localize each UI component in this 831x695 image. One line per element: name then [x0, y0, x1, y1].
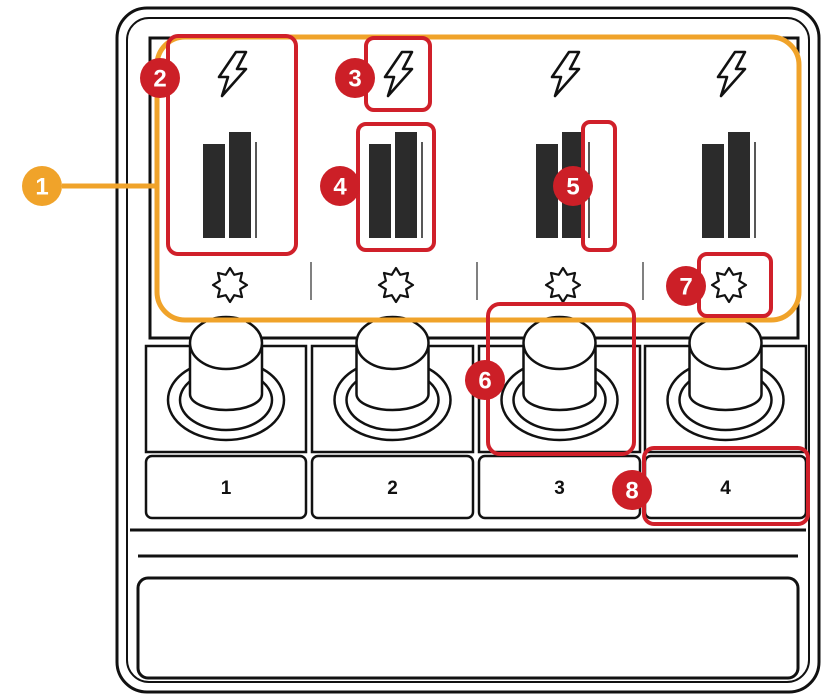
callout-marker-4: 4: [320, 166, 360, 206]
channel-label-text: 2: [387, 478, 398, 499]
callout-number: 7: [679, 274, 692, 301]
starburst-gear-icon[interactable]: [211, 266, 249, 304]
meter-bar-left: [203, 144, 225, 238]
callout-marker-3: 3: [335, 58, 375, 98]
callout-number: 5: [566, 174, 579, 201]
callout-marker-6: 6: [465, 360, 505, 400]
callout-number: 2: [153, 66, 166, 93]
device-base: [130, 528, 806, 680]
channel-1-controls: 1: [144, 315, 308, 520]
highlight-channel-area: [166, 34, 298, 256]
meter-bar-right: [395, 132, 417, 238]
callout-marker-1: 1: [22, 166, 62, 206]
rotary-knob[interactable]: [500, 315, 619, 442]
channel-3-controls: 3: [477, 315, 642, 520]
lightning-bolt-icon[interactable]: [716, 50, 747, 98]
channel-4-controls: 4: [643, 315, 808, 520]
callout-marker-5: 5: [553, 166, 593, 206]
channel-1-screen: [203, 50, 257, 304]
callout-marker-8: 8: [612, 470, 652, 510]
rotary-knob[interactable]: [166, 315, 286, 442]
channel-label-button[interactable]: [144, 454, 308, 520]
meter-bar-left: [702, 144, 724, 238]
channel-label-button[interactable]: [310, 454, 475, 520]
channel-2-screen: [369, 50, 423, 304]
starburst-gear-icon[interactable]: [377, 266, 415, 304]
level-meter: [203, 132, 257, 238]
callout-marker-2: 2: [140, 58, 180, 98]
display-highlight-frame: [154, 34, 802, 323]
callout-number: 3: [348, 66, 361, 93]
callout-number: 4: [333, 174, 347, 201]
channel-4-screen: [702, 50, 756, 304]
level-meter: [702, 132, 756, 238]
level-meter: [369, 132, 423, 238]
device-body: [115, 6, 821, 694]
meter-bar-right: [728, 132, 750, 238]
meter-bar-right: [229, 132, 251, 238]
channel-label-text: 4: [720, 478, 731, 499]
callout-number: 6: [478, 368, 491, 395]
rotary-knob[interactable]: [666, 315, 785, 442]
channel-2-controls: 2: [310, 315, 475, 520]
meter-bar-left: [369, 144, 391, 238]
starburst-gear-icon[interactable]: [710, 266, 748, 304]
lightning-bolt-icon[interactable]: [550, 50, 581, 98]
lightning-bolt-icon[interactable]: [217, 50, 248, 98]
channel-separators: [310, 262, 644, 300]
meter-bar-left: [536, 144, 558, 238]
callout-marker-7: 7: [666, 266, 706, 306]
lightning-bolt-icon[interactable]: [383, 50, 414, 98]
channel-label-text: 1: [221, 478, 232, 499]
starburst-gear-icon[interactable]: [544, 266, 582, 304]
channel-label-text: 3: [554, 478, 565, 499]
callout-number: 8: [625, 478, 638, 505]
callout-number: 1: [35, 174, 48, 201]
rotary-knob[interactable]: [333, 315, 452, 442]
